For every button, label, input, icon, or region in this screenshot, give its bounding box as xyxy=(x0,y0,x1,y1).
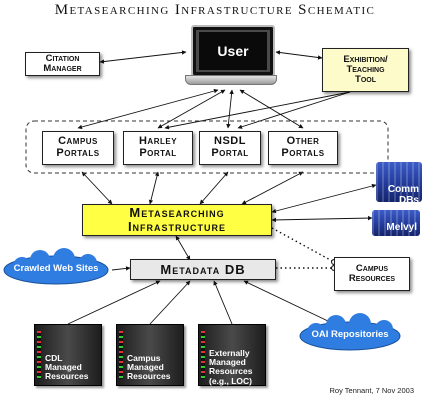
user-node: User xyxy=(185,25,277,89)
campus-portals-box: Campus Portals xyxy=(42,131,114,165)
edge-user-nsdl xyxy=(226,89,234,129)
melvyl-label: Melvyl xyxy=(386,222,417,233)
metadata-db-box: Metadata DB xyxy=(130,259,276,280)
crawled-web-sites-cloud: Crawled Web Sites xyxy=(4,250,108,286)
edge-user-harley xyxy=(157,89,226,129)
comm-dbs-server: Comm DBs xyxy=(376,162,422,206)
crawled-cloud-shape xyxy=(3,248,109,285)
melvyl-server: Melvyl xyxy=(372,210,420,236)
edge-meta-metadata xyxy=(175,235,191,261)
edge-user-other xyxy=(239,89,304,129)
rack-leds xyxy=(119,331,123,379)
edge-harley-meta xyxy=(148,171,160,205)
edge-external-metadata xyxy=(213,280,233,325)
citation-manager-box: Citation Manager xyxy=(25,52,100,76)
campus-resources-box: Campus Resources xyxy=(334,257,410,291)
nsdl-portal-box: NSDL Portal xyxy=(199,131,261,165)
edge-user-exhibition xyxy=(275,50,323,60)
user-label: User xyxy=(199,32,267,70)
edge-campusmgd-metadata xyxy=(149,280,191,325)
edge-campus-meta xyxy=(81,171,113,205)
edge-meta-comm xyxy=(271,183,377,214)
edge-crawled-metadata xyxy=(111,266,131,271)
rack-leds xyxy=(37,331,41,379)
edge-cdl-metadata xyxy=(67,280,161,325)
edge-nsdl-meta xyxy=(199,171,229,205)
edge-other-meta xyxy=(241,171,304,205)
rack-leds xyxy=(201,331,205,379)
cdl-label: CDL Managed Resources xyxy=(45,352,89,382)
edge-exhibition-harley xyxy=(164,91,351,130)
comm-dbs-label: Comm DBs xyxy=(387,184,419,206)
externally-managed-resources-rack: Externally Managed Resources (e.g., LOC) xyxy=(198,324,266,386)
server-stripes xyxy=(372,210,420,236)
edge-meta-campusres-dotted xyxy=(271,227,337,265)
crawled-label: Crawled Web Sites xyxy=(13,262,99,274)
external-label: Externally Managed Resources (e.g., LOC) xyxy=(209,347,253,386)
edge-exhibition-nsdl xyxy=(237,91,351,129)
edge-oai-metadata xyxy=(243,280,331,323)
metasearching-infrastructure-box: Metasearching Infrastructure xyxy=(82,204,272,236)
oai-cloud-shape xyxy=(299,313,401,351)
edge-meta-melvyl xyxy=(271,215,373,223)
laptop-icon: User xyxy=(191,25,275,77)
other-portals-box: Other Portals xyxy=(268,131,338,165)
edge-user-campus xyxy=(77,88,219,130)
edge-user-citation xyxy=(99,50,187,64)
credit-footer: Roy Tennant, 7 Nov 2003 xyxy=(329,386,414,395)
oai-repositories-cloud: OAI Repositories xyxy=(300,316,400,352)
campus-managed-resources-rack: Campus Managed Resources xyxy=(116,324,184,386)
cdl-managed-resources-rack: CDL Managed Resources xyxy=(34,324,102,386)
laptop-base xyxy=(185,75,277,85)
harley-portal-box: Harley Portal xyxy=(123,131,193,165)
server-stripes xyxy=(376,162,422,202)
campus-managed-label: Campus Managed Resources xyxy=(127,352,171,382)
exhibition-teaching-tool-box: Exhibition/ Teaching Tool xyxy=(322,48,409,92)
oai-label: OAI Repositories xyxy=(311,328,389,340)
diagram-title: Metasearching Infrastructure Schematic xyxy=(54,2,376,18)
